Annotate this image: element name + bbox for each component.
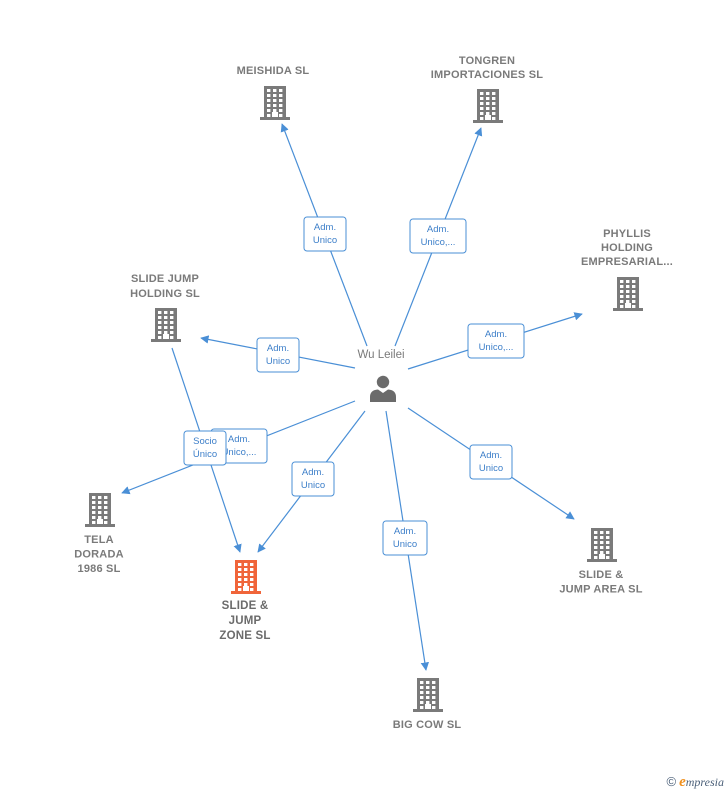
center-person-label[interactable]: Wu Leilei — [357, 349, 404, 361]
edge-label-line: Unico,... — [421, 237, 456, 248]
edge-label-box — [382, 520, 428, 556]
building-icon-slidejumpzone[interactable] — [231, 560, 261, 594]
edge-label-bigcow[interactable]: Adm. Unico — [382, 520, 428, 556]
edge-label-line: Adm. — [228, 434, 250, 445]
edge-label-box — [303, 216, 347, 252]
edge-label-phyllis[interactable]: Adm. Unico,... — [467, 323, 525, 359]
company-label-meishida[interactable]: MEISHIDA SL — [237, 65, 310, 77]
edge-label-line: Unico — [266, 356, 290, 367]
edge-labels-layer: Adm.UnicoAdm.Unico,...Adm.Unico,...Adm.U… — [183, 216, 525, 556]
edge-label-line: Adm. — [267, 343, 289, 354]
edge-label-line: Unico — [301, 480, 325, 491]
brand-logo-e: e — [679, 774, 686, 790]
building-icon-tongren[interactable] — [473, 89, 503, 123]
person-icon[interactable] — [370, 375, 396, 402]
edge-label-box — [256, 337, 300, 373]
edge-label-line: Adm. — [485, 329, 507, 340]
building-icon-phyllis[interactable] — [613, 277, 643, 311]
footer-brand[interactable]: ©empresia — [667, 774, 725, 791]
edge-label-box — [469, 444, 513, 480]
edge-label-slidejumpzone[interactable]: Adm. Unico — [291, 461, 335, 497]
edge-label-line: Adm. — [314, 222, 336, 233]
edge-label-box — [409, 218, 467, 254]
edge-label-meishida[interactable]: Adm. Unico — [303, 216, 347, 252]
edge-label-line: Unico — [313, 235, 337, 246]
edge-label-box — [183, 430, 227, 466]
edge-label-line: Unico,... — [479, 342, 514, 353]
building-icon-slidejumpholding[interactable] — [151, 308, 181, 342]
edge-label-tongren[interactable]: Adm. Unico,... — [409, 218, 467, 254]
building-icon-bigcow[interactable] — [413, 678, 443, 712]
edge-label-line: Unico — [479, 463, 503, 474]
edge-label-slidejumparea[interactable]: Adm. Unico — [469, 444, 513, 480]
edge-label-line: Unico,... — [222, 447, 257, 458]
edge-label-line: Adm. — [394, 526, 416, 537]
company-label-slidejumparea[interactable]: SLIDE &JUMP AREA SL — [559, 569, 642, 596]
edge-label-slidejumpholding[interactable]: Adm. Unico — [256, 337, 300, 373]
company-label-bigcow[interactable]: BIG COW SL — [393, 719, 462, 731]
edge-label-line: Unico — [393, 539, 417, 550]
edge-label-box — [467, 323, 525, 359]
copyright-symbol: © — [666, 774, 677, 789]
edge-label-line: Adm. — [427, 224, 449, 235]
building-icon-teladorada[interactable] — [85, 493, 115, 527]
edge-label-line: Adm. — [302, 467, 324, 478]
edge-label-box — [291, 461, 335, 497]
brand-name: mpresia — [685, 775, 724, 789]
edges-layer — [121, 123, 583, 671]
edge-label-line: Adm. — [480, 450, 502, 461]
building-icon-slidejumparea[interactable] — [587, 528, 617, 562]
building-icon-meishida[interactable] — [260, 86, 290, 120]
edge-label-line: Socio — [193, 436, 217, 447]
edge-label-line: Único — [193, 449, 217, 460]
